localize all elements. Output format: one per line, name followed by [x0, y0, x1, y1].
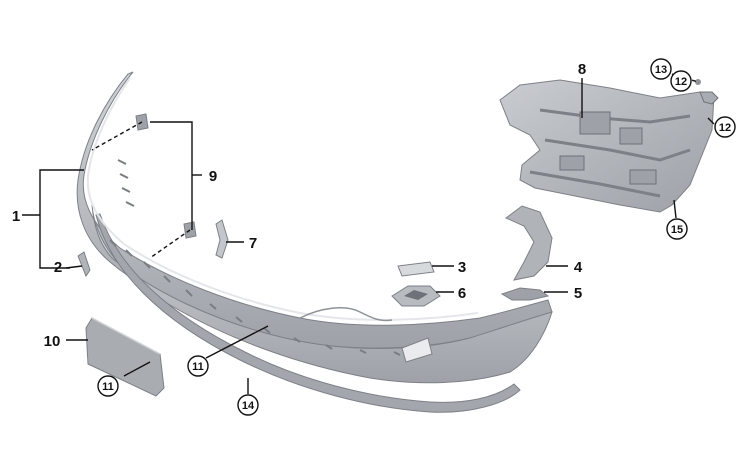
callout-13: 13 — [650, 58, 672, 80]
svg-text:14: 14 — [242, 400, 255, 412]
callout-9: 9 — [209, 168, 217, 185]
leader-lines — [22, 73, 715, 394]
callout-11-bumper: 11 — [187, 355, 209, 377]
part-6-tow-hook-cover — [391, 285, 441, 307]
part-5-bracket — [500, 287, 550, 301]
svg-text:5: 5 — [574, 285, 582, 302]
callout-4: 4 — [574, 259, 583, 276]
callout-15: 15 — [666, 218, 688, 240]
callout-3: 3 — [458, 259, 466, 276]
svg-text:13: 13 — [655, 64, 667, 76]
svg-text:11: 11 — [102, 381, 114, 393]
svg-text:8: 8 — [578, 61, 586, 78]
svg-text:10: 10 — [44, 333, 61, 350]
svg-text:15: 15 — [671, 224, 683, 236]
callout-7: 7 — [249, 235, 257, 252]
svg-text:11: 11 — [192, 361, 204, 373]
svg-text:1: 1 — [12, 208, 20, 225]
part-13-screw — [695, 79, 701, 85]
callout-1: 1 — [12, 208, 20, 225]
callout-14: 14 — [237, 394, 259, 416]
svg-text:7: 7 — [249, 235, 257, 252]
callout-5: 5 — [574, 285, 582, 302]
part-3-cover — [397, 261, 435, 277]
svg-text:9: 9 — [209, 168, 217, 185]
callout-6: 6 — [458, 285, 466, 302]
part-4-grille-insert — [505, 205, 553, 281]
part-10-license-plate-holder — [85, 317, 165, 397]
callout-12-top: 12 — [670, 70, 692, 92]
svg-text:4: 4 — [574, 259, 583, 276]
callout-11-plate: 11 — [97, 375, 119, 397]
front-bumper-trim-panel — [76, 71, 553, 413]
svg-text:12: 12 — [675, 76, 687, 88]
callout-2: 2 — [54, 259, 62, 276]
callout-12-side: 12 — [714, 116, 736, 138]
svg-text:3: 3 — [458, 259, 466, 276]
part-7-bracket — [215, 219, 229, 259]
bumper-carrier-bracket — [499, 79, 719, 213]
part-2-reflector — [77, 251, 91, 278]
svg-text:2: 2 — [54, 259, 62, 276]
callout-8: 8 — [578, 61, 586, 78]
svg-text:6: 6 — [458, 285, 466, 302]
svg-text:12: 12 — [719, 122, 731, 134]
callout-10: 10 — [44, 333, 61, 350]
